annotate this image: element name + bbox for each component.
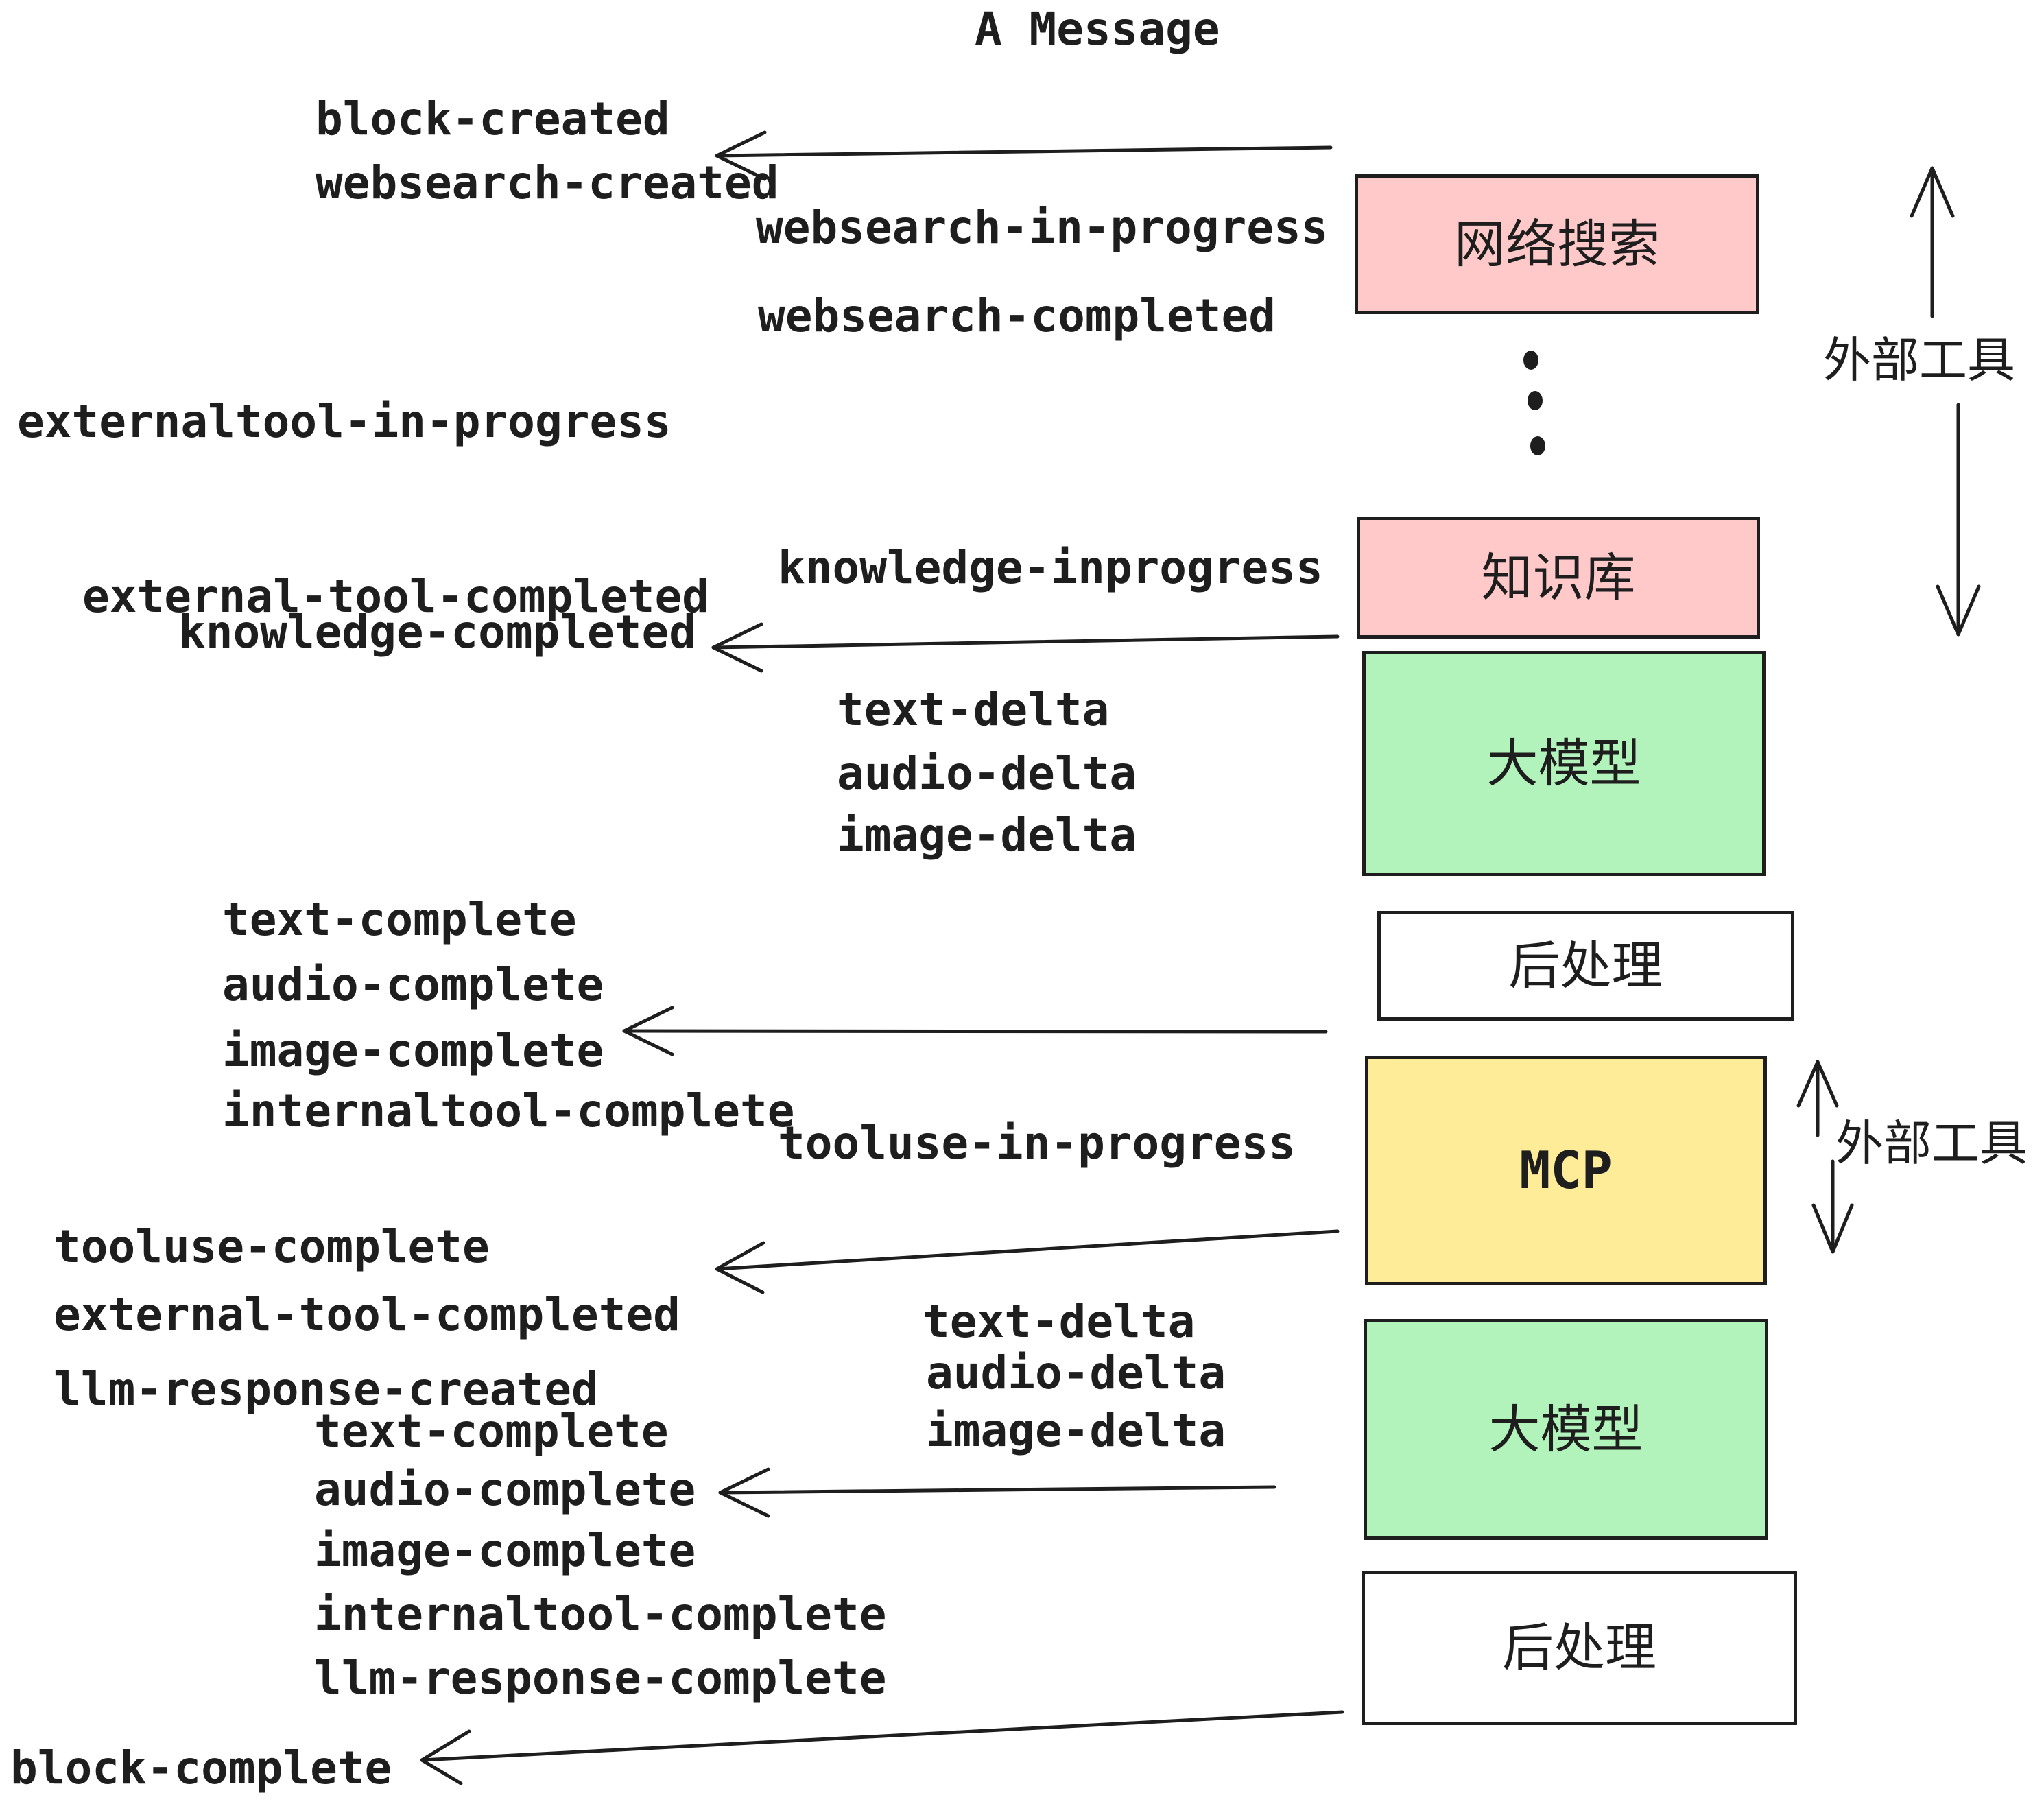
event-websearch-in-progress: websearch-in-progress	[756, 201, 1329, 254]
box-post-process-second: 后处理	[1362, 1571, 1797, 1725]
event-external-tool-completed-1: external-tool-completed	[82, 570, 709, 623]
arrow-tooluse-complete	[715, 1229, 1340, 1294]
event-tooluse-in-progress: tooluse-in-progress	[778, 1117, 1296, 1170]
event-block-complete: block-complete	[10, 1742, 392, 1794]
side-label-external-tools-top: 外部工具	[1823, 332, 2015, 388]
box-llm-first-label: 大模型	[1486, 733, 1641, 794]
event-text-delta-1: text-delta	[837, 683, 1110, 736]
event-knowledge-completed: knowledge-completed	[178, 606, 696, 658]
box-knowledge-base: 知识库	[1357, 517, 1760, 639]
arrow-external-tools-down-top	[1936, 403, 1981, 637]
arrow-audio-complete	[718, 1467, 1276, 1518]
box-llm-second: 大模型	[1364, 1319, 1768, 1540]
event-audio-delta-2: audio-delta	[926, 1346, 1226, 1399]
event-text-delta-2: text-delta	[923, 1295, 1196, 1348]
box-llm-second-label: 大模型	[1488, 1399, 1643, 1460]
box-post-process-first-label: 后处理	[1508, 935, 1663, 996]
vertical-ellipsis-icon	[1523, 351, 1545, 455]
box-mcp-label: MCP	[1519, 1140, 1613, 1200]
box-websearch: 网络搜索	[1355, 174, 1759, 314]
event-externaltool-in-progress: externaltool-in-progress	[17, 395, 672, 448]
arrow-external-tools-up-top	[1910, 166, 1955, 318]
event-external-tool-completed-2: external-tool-completed	[54, 1288, 680, 1341]
arrow-external-tools-up-mcp	[1796, 1060, 1839, 1137]
box-post-process-first: 后处理	[1377, 911, 1794, 1021]
diagram-title: A Message	[975, 3, 1220, 56]
box-mcp: MCP	[1365, 1056, 1767, 1285]
event-websearch-completed: websearch-completed	[758, 289, 1276, 342]
arrow-block-complete	[420, 1710, 1344, 1785]
box-llm-first: 大模型	[1362, 651, 1766, 876]
event-text-complete-1: text-complete	[222, 893, 577, 946]
event-internaltool-complete-2: internaltool-complete	[314, 1588, 887, 1641]
event-image-delta-1: image-delta	[837, 809, 1137, 862]
event-block-created: block-created	[316, 93, 670, 145]
event-audio-complete-1: audio-complete	[222, 958, 604, 1011]
box-post-process-second-label: 后处理	[1501, 1617, 1656, 1678]
event-audio-delta-1: audio-delta	[837, 747, 1137, 800]
event-internaltool-complete-1: internaltool-complete	[222, 1084, 795, 1137]
arrow-external-tools-down-mcp	[1811, 1159, 1854, 1254]
side-label-external-tools-mcp: 外部工具	[1835, 1115, 2028, 1172]
event-knowledge-inprogress: knowledge-inprogress	[778, 541, 1323, 594]
event-tooluse-complete: tooluse-complete	[54, 1220, 490, 1273]
arrow-knowledge-completed	[711, 622, 1340, 673]
event-image-complete-2: image-complete	[314, 1524, 696, 1577]
arrow-block-created	[715, 130, 1333, 181]
event-text-complete-2: text-complete	[314, 1405, 669, 1458]
arrow-image-complete	[622, 1006, 1328, 1056]
event-audio-complete-2: audio-complete	[314, 1463, 696, 1516]
event-image-delta-2: image-delta	[926, 1404, 1226, 1457]
event-llm-response-complete: llm-response-complete	[314, 1652, 887, 1705]
event-image-complete-1: image-complete	[222, 1024, 604, 1077]
box-knowledge-base-label: 知识库	[1481, 547, 1636, 608]
event-llm-response-created: llm-response-created	[54, 1363, 599, 1416]
box-websearch-label: 网络搜索	[1453, 213, 1660, 274]
event-websearch-created: websearch-created	[316, 156, 779, 209]
